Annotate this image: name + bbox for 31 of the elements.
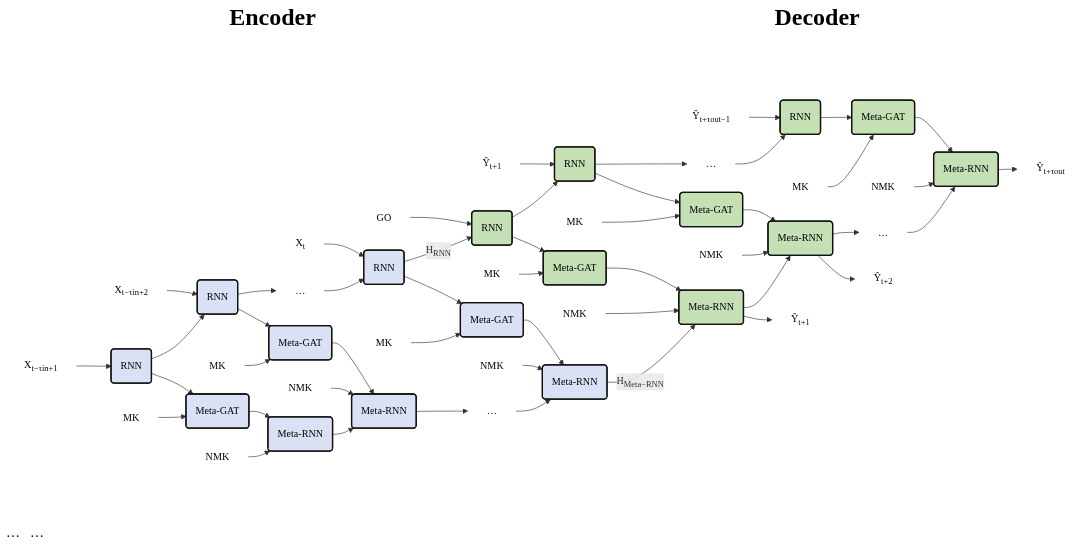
ellipsis-note: … [30, 525, 44, 540]
node-text: MK [792, 181, 809, 192]
node-text: Ŷ$_{t+1}$ [790, 313, 810, 327]
node-text: X$_{t}$ [295, 237, 306, 251]
node-text: … [706, 158, 717, 169]
node-text: MK [483, 268, 501, 280]
node-text: MK [209, 359, 226, 371]
node-text: X$_{t−τin+2}$ [114, 283, 148, 298]
node-text: … [486, 405, 497, 417]
node-text: MK [375, 336, 393, 348]
node-text: NMK [205, 451, 230, 462]
node-text: NMK [480, 359, 504, 371]
node-text: NMK [288, 382, 313, 394]
node-text: GO [376, 211, 392, 223]
node-text: X$_{t−τin+1}$ [24, 359, 58, 373]
section-heading: Encoder [229, 3, 316, 31]
edge-label: H$_{RNN}$ [425, 244, 451, 258]
ellipsis-note: … [6, 525, 20, 540]
node-text: … [295, 284, 306, 296]
node-text: … [878, 226, 889, 238]
node-text: Ŷ$_{t+τout}$ [1036, 162, 1065, 176]
node-text: NMK [871, 181, 895, 192]
node-text: NMK [562, 307, 587, 319]
node-text: MK [123, 411, 140, 423]
node-text: MK [566, 216, 583, 228]
node-text: Ŷ$_{t+2}$ [873, 272, 893, 286]
node-text: Ŷ$_{t+τout−1}$ [692, 110, 730, 124]
edge-label: H$_{Meta−RNN}$ [616, 375, 664, 389]
node-text: NMK [699, 249, 723, 261]
node-text: Ŷ$_{t+1}$ [482, 157, 502, 171]
section-heading: Decoder [774, 3, 860, 31]
